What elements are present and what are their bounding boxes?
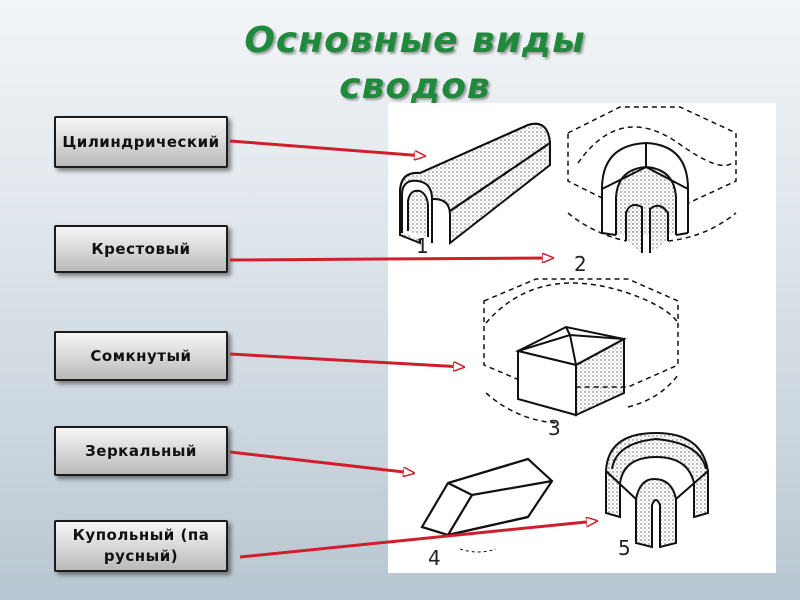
label-dome-text: Купольный (парусный) <box>72 526 210 565</box>
dome-vault-drawing <box>605 431 709 549</box>
label-mirror: Зеркальный <box>54 426 228 476</box>
vault-drawings: 1 2 <box>399 106 737 570</box>
vault-figure-panel: 1 2 <box>388 103 776 573</box>
cross-vault-drawing <box>567 106 737 253</box>
label-dome: Купольный (парусный) <box>54 520 228 572</box>
label-cross-text: Крестовый <box>91 239 191 258</box>
label-mirror-text: Зеркальный <box>85 441 197 460</box>
label-cylindrical: Цилиндрический <box>54 116 228 168</box>
figure-number-2: 2 <box>574 252 587 276</box>
label-closed: Сомкнутый <box>54 331 228 381</box>
arrow-mirror <box>229 450 413 473</box>
label-cylindrical-text: Цилиндрический <box>62 132 220 151</box>
mirror-vault-drawing <box>420 457 554 553</box>
figure-number-1: 1 <box>416 234 429 258</box>
label-cross: Крестовый <box>54 225 228 273</box>
figure-number-4: 4 <box>428 546 441 570</box>
label-closed-text: Сомкнутый <box>90 346 192 365</box>
closed-vault-drawing <box>483 278 679 424</box>
figure-number-5: 5 <box>618 536 631 560</box>
slide-title: Основные виды сводов <box>244 20 586 107</box>
cylindrical-vault-drawing <box>399 122 552 246</box>
figure-number-3: 3 <box>548 416 561 440</box>
